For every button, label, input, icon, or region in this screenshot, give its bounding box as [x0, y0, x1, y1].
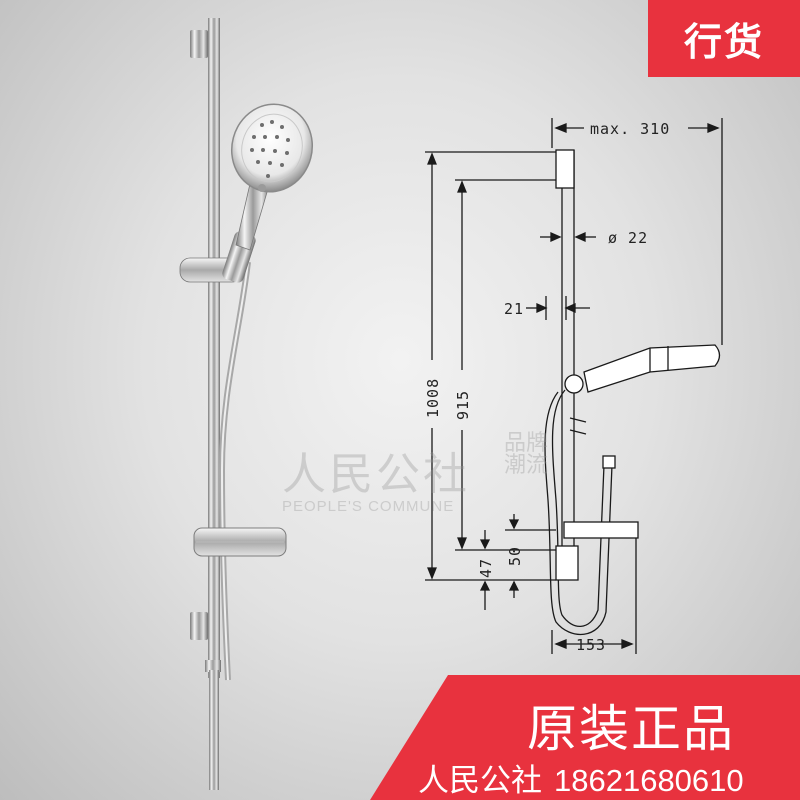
phone-number: 18621680610 [554, 763, 744, 798]
authentic-badge: 行货 [648, 0, 800, 77]
badge-label: 行货 [683, 22, 764, 64]
dim-base-width: 153 [576, 636, 606, 654]
dim-rail-height: 915 [454, 390, 472, 420]
soap-dish [193, 527, 287, 557]
dim-offset: 21 [504, 300, 524, 318]
dim-gap-47: 47 [477, 558, 495, 578]
dim-max-width: max. 310 [590, 120, 670, 138]
dim-total-height: 1008 [424, 378, 442, 418]
dim-gap-50: 50 [506, 546, 524, 566]
banner-title: 原装正品 [527, 701, 735, 757]
hand-shower [230, 103, 314, 251]
dim-diameter: ø 22 [608, 229, 648, 247]
shower-rail [190, 18, 221, 790]
banner-contact: 人民公社 18621680610 [418, 755, 756, 800]
promo-banner: 原装正品 人民公社 18621680610 [370, 675, 800, 800]
brand-name: 人民公社 [418, 763, 542, 798]
technical-drawing [425, 118, 723, 654]
